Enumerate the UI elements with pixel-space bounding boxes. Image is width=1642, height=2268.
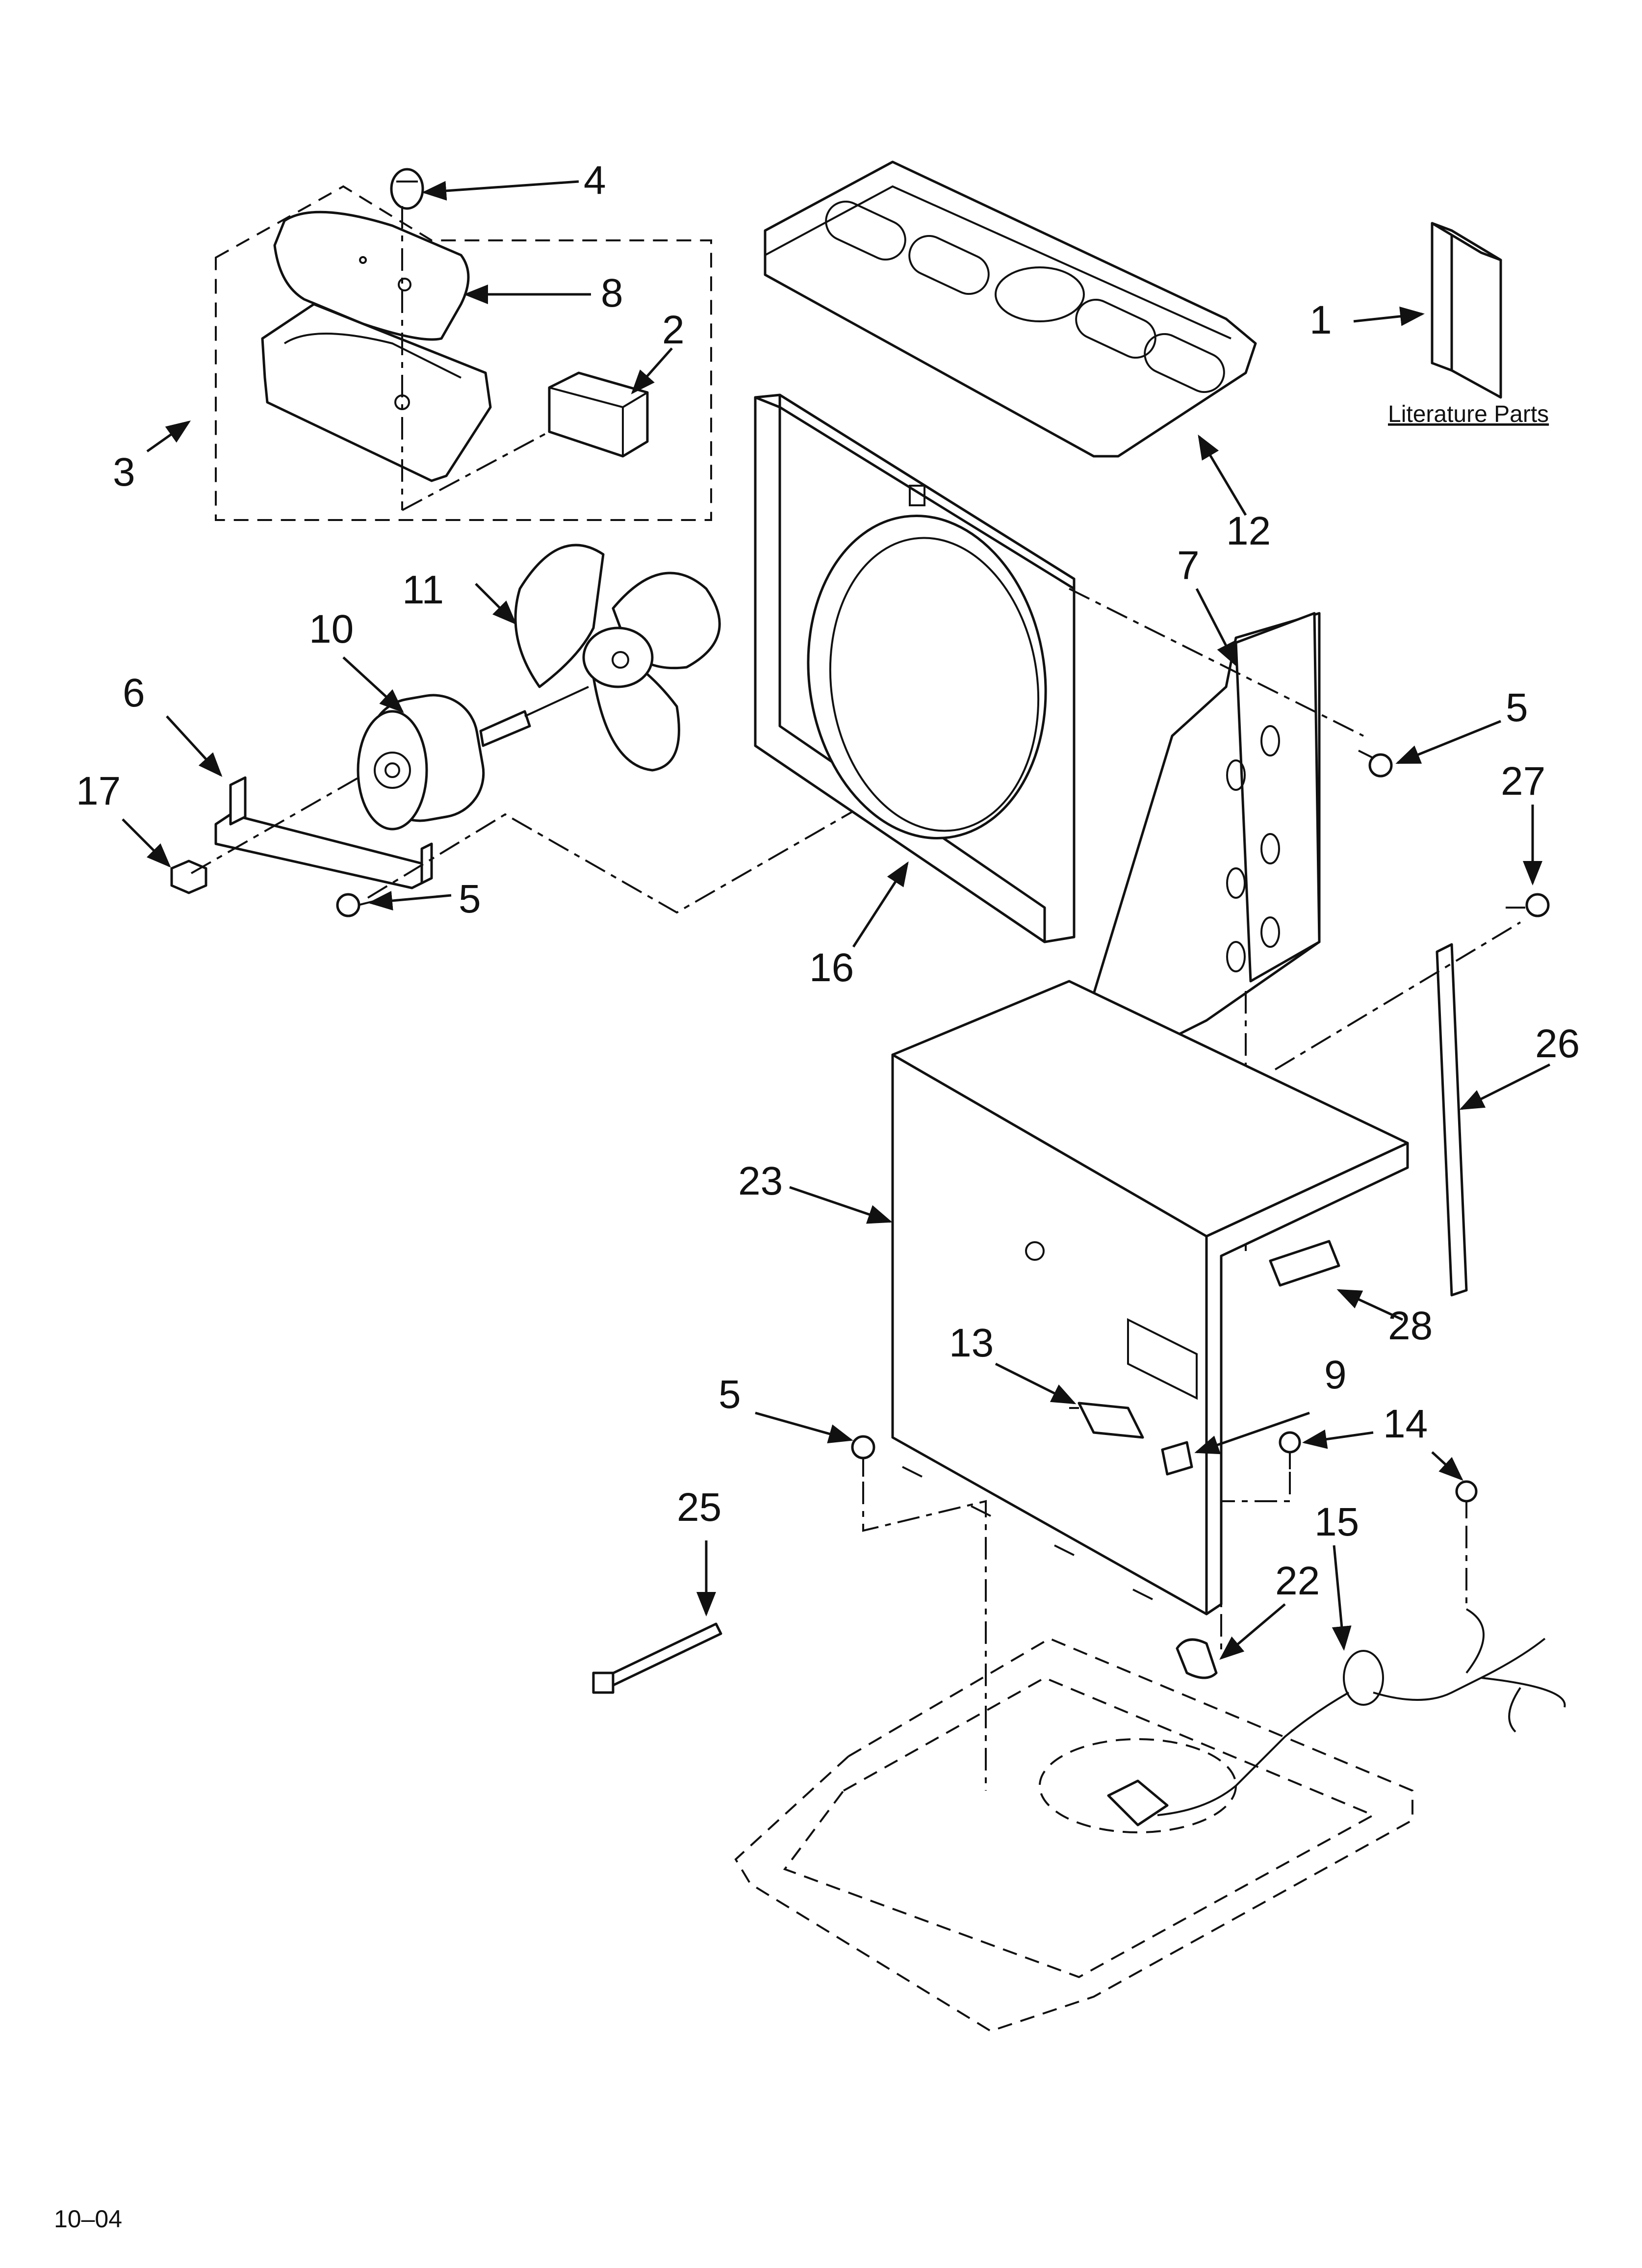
screw-part-right — [1358, 750, 1393, 778]
control-housing-part — [261, 303, 492, 482]
base-pan-dashed — [734, 1637, 1413, 2033]
part-22 — [1176, 1638, 1218, 1679]
callout-7: 7 — [1177, 543, 1200, 588]
callout-3: 3 — [113, 450, 135, 495]
callout-28: 28 — [1388, 1303, 1433, 1348]
callout-17: 17 — [76, 769, 121, 813]
knob-part — [390, 168, 424, 210]
dashed-line-rail — [1274, 921, 1521, 1070]
callout-10: 10 — [309, 607, 354, 652]
nut-part — [170, 860, 207, 894]
switch-part — [548, 371, 649, 458]
literature-parts-label: Literature Parts — [1388, 401, 1549, 427]
callout-26: 26 — [1535, 1021, 1580, 1066]
base-pan-inner-dashed — [783, 1676, 1376, 1979]
part-9 — [1161, 1441, 1193, 1476]
callout-13: 13 — [949, 1321, 994, 1365]
callout-6: 6 — [123, 671, 145, 715]
footer-code: 10–04 — [54, 2205, 122, 2233]
screw-part-left — [336, 893, 378, 917]
power-cord-part — [1107, 1608, 1566, 1826]
control-panel-part — [273, 210, 470, 341]
callout-numbers: 1 2 3 4 8 12 7 11 10 6 17 5 5 27 16 26 2… — [76, 158, 1580, 1603]
dashed-line-base — [862, 1472, 1467, 1791]
callout-16: 16 — [809, 945, 854, 990]
motor-bracket-part — [214, 776, 433, 889]
callout-5-lower: 5 — [718, 1372, 741, 1417]
callout-5-left: 5 — [459, 877, 481, 921]
callout-4: 4 — [584, 158, 606, 203]
switch-part-13 — [1069, 1402, 1144, 1439]
top-cover-part — [764, 160, 1257, 458]
callout-14: 14 — [1383, 1402, 1428, 1446]
callout-12: 12 — [1226, 509, 1271, 553]
callout-11: 11 — [402, 568, 444, 612]
callout-9: 9 — [1324, 1353, 1347, 1397]
rail-part — [1436, 943, 1468, 1297]
callout-8: 8 — [601, 271, 623, 315]
screw-part-27 — [1506, 893, 1550, 917]
screw-part-14b — [1455, 1480, 1478, 1518]
dashed-line-motor — [191, 740, 976, 914]
callout-25: 25 — [677, 1485, 721, 1530]
part-28 — [1269, 1240, 1340, 1287]
screw-part-14a — [1279, 1431, 1301, 1469]
callout-15: 15 — [1314, 1500, 1359, 1544]
dashed-line-assembly — [401, 206, 550, 511]
motor-part — [357, 686, 589, 831]
control-assembly-dashed-box — [215, 185, 712, 521]
side-panel-part — [1068, 612, 1321, 1091]
cabinet-part — [891, 980, 1409, 1616]
callout-5-right: 5 — [1506, 685, 1528, 730]
callout-27: 27 — [1501, 759, 1545, 804]
fan-shroud-part — [754, 393, 1076, 943]
callout-1: 1 — [1309, 298, 1332, 342]
screw-part-lower — [851, 1435, 875, 1477]
literature-part — [1431, 222, 1502, 399]
fan-blade-part — [514, 544, 721, 772]
tie-strap-part — [592, 1622, 722, 1694]
callout-22: 22 — [1275, 1559, 1320, 1603]
callout-23: 23 — [738, 1159, 783, 1203]
callout-2: 2 — [662, 308, 685, 352]
base-pan-ring-dashed — [1039, 1738, 1237, 1833]
leader-lines — [122, 180, 1551, 1660]
